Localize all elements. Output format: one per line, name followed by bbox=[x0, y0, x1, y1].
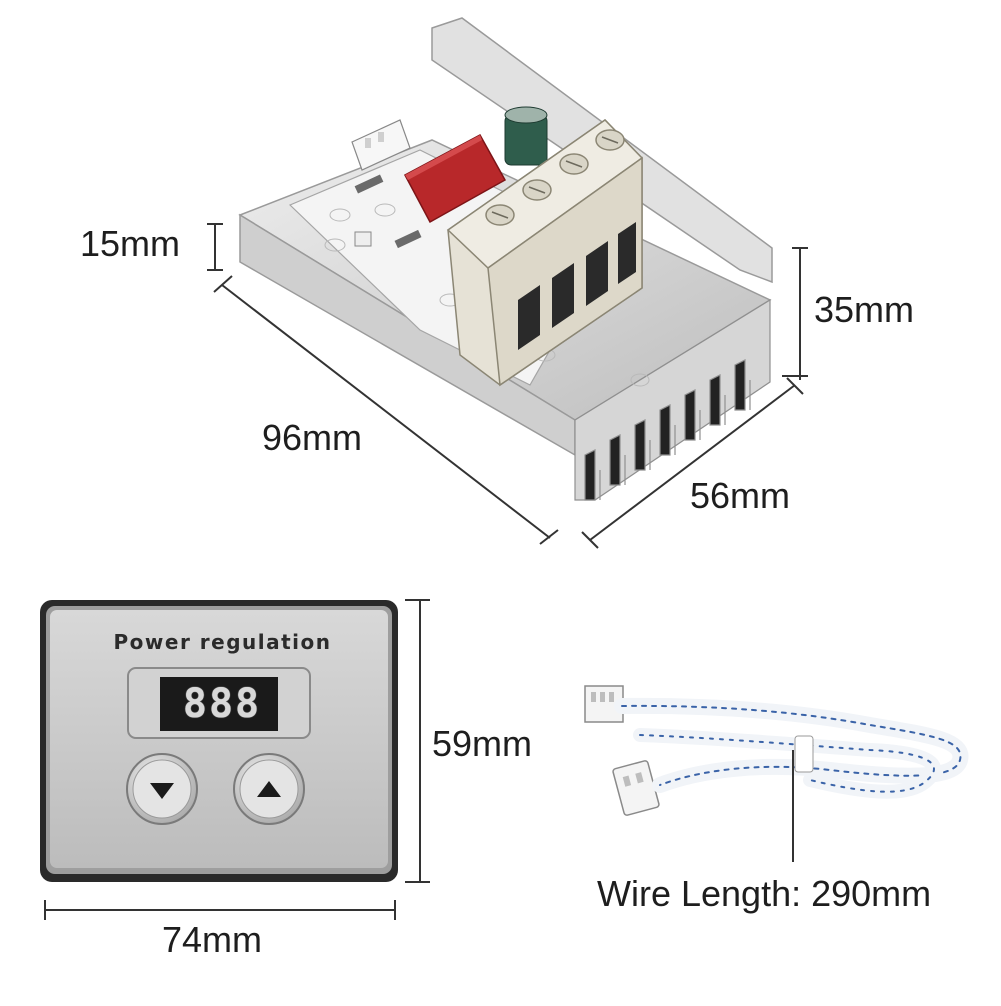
height-35mm-label: 35mm bbox=[814, 289, 915, 330]
electrolytic-capacitor bbox=[504, 106, 548, 166]
up-button-graphic bbox=[233, 753, 305, 825]
width-56mm-label: 56mm bbox=[690, 475, 791, 516]
up-triangle-icon bbox=[257, 781, 281, 797]
seven-segment-display: 888 bbox=[182, 681, 262, 727]
film-capacitor bbox=[403, 133, 507, 224]
panel-dimension-lines bbox=[44, 599, 430, 920]
dimmer-module bbox=[238, 17, 773, 501]
wire-length-label: Wire Length: 290mm bbox=[597, 873, 932, 914]
display-screen bbox=[160, 677, 278, 731]
panel-title: Power regulation bbox=[113, 630, 332, 654]
panel-width-74mm-label: 74mm bbox=[162, 919, 263, 960]
height-15mm-label: 15mm bbox=[80, 223, 181, 264]
module-dimension-lines bbox=[207, 223, 808, 549]
up-button[interactable] bbox=[232, 752, 306, 826]
wire-harness bbox=[584, 685, 969, 862]
pcb-traces bbox=[324, 203, 650, 387]
pcb-connector bbox=[351, 119, 411, 171]
wire-connector-small bbox=[612, 760, 660, 816]
heatsink-fins bbox=[574, 298, 771, 501]
down-triangle-icon bbox=[150, 783, 174, 799]
terminal-block bbox=[446, 119, 644, 387]
panel-height-59mm-label: 59mm bbox=[432, 723, 533, 764]
down-button[interactable] bbox=[125, 752, 199, 826]
small-components bbox=[354, 174, 422, 249]
length-96mm-label: 96mm bbox=[262, 417, 363, 458]
down-button-graphic bbox=[126, 753, 198, 825]
